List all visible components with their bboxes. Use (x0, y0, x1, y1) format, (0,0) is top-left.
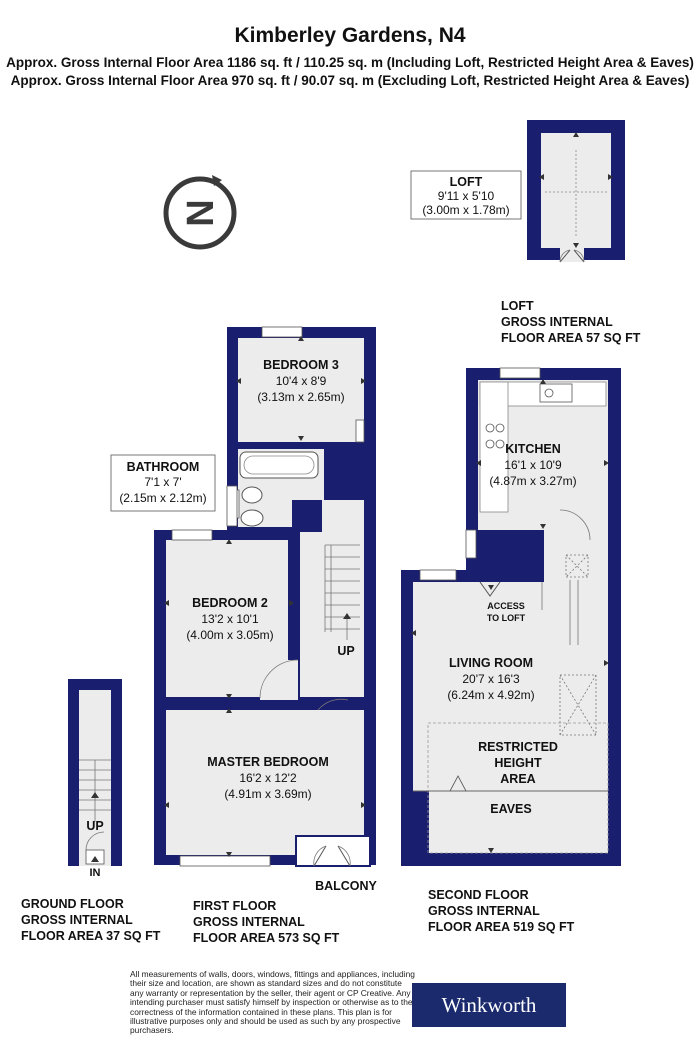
master-bedroom-dim-metric: (4.91m x 3.69m) (224, 787, 311, 801)
ground-up-marker: UP (86, 819, 103, 833)
ground-floor-plan (68, 679, 122, 866)
access-to-loft-line2: TO LOFT (487, 613, 526, 623)
loft-floor-area-line3: FLOOR AREA 57 SQ FT (501, 331, 641, 345)
second-floor-area-line1: SECOND FLOOR (428, 888, 529, 902)
first-floor-plan (154, 326, 376, 867)
ground-floor-area-line2: GROSS INTERNAL (21, 913, 133, 927)
winkworth-logo: Winkworth (412, 983, 566, 1027)
loft-floor-area-line1: LOFT (501, 299, 534, 313)
bedroom2-dim-imperial: 13'2 x 10'1 (201, 612, 259, 626)
first-up-marker: UP (337, 644, 354, 658)
first-floor-area-line2: GROSS INTERNAL (193, 915, 305, 929)
access-to-loft-line1: ACCESS (487, 601, 525, 611)
area-including-loft: Approx. Gross Internal Floor Area 1186 s… (6, 55, 694, 70)
living-room-name: LIVING ROOM (449, 656, 533, 670)
living-room-dim-imperial: 20'7 x 16'3 (462, 672, 520, 686)
restricted-area-line2: HEIGHT (494, 756, 542, 770)
loft-dim-metric: (3.00m x 1.78m) (422, 203, 509, 217)
bedroom2-name: BEDROOM 2 (192, 596, 268, 610)
second-floor-area: SECOND FLOOR GROSS INTERNAL FLOOR AREA 5… (428, 887, 574, 935)
bedroom3-dim-imperial: 10'4 x 8'9 (276, 374, 327, 388)
master-bedroom-dim-imperial: 16'2 x 12'2 (239, 771, 297, 785)
second-floor-area-line2: GROSS INTERNAL (428, 904, 540, 918)
bathroom-dim-metric: (2.15m x 2.12m) (119, 491, 206, 505)
bedroom3-name: BEDROOM 3 (263, 358, 339, 372)
second-floor-plan (401, 367, 621, 866)
second-floor-area-line3: FLOOR AREA 519 SQ FT (428, 920, 575, 934)
eaves-label: EAVES (490, 802, 531, 816)
loft-name: LOFT (450, 175, 483, 189)
bathroom-name: BATHROOM (127, 460, 200, 474)
ground-floor-area: GROUND FLOOR GROSS INTERNAL FLOOR AREA 3… (21, 896, 160, 944)
first-floor-area-line3: FLOOR AREA 573 SQ FT (193, 931, 340, 945)
ground-entrance-marker: IN (90, 867, 101, 879)
loft-plan (527, 120, 625, 263)
bathroom-dim-imperial: 7'1 x 7' (144, 475, 181, 489)
bedroom2-dim-metric: (4.00m x 3.05m) (186, 628, 273, 642)
plan-title: Kimberley Gardens, N4 (234, 24, 466, 47)
balcony-label: BALCONY (315, 879, 377, 893)
bedroom3-dim-metric: (3.13m x 2.65m) (257, 390, 344, 404)
loft-floor-area: LOFT GROSS INTERNAL FLOOR AREA 57 SQ FT (501, 298, 640, 346)
restricted-area-line3: AREA (500, 772, 535, 786)
first-floor-area: FIRST FLOOR GROSS INTERNAL FLOOR AREA 57… (193, 898, 339, 946)
master-bedroom-name: MASTER BEDROOM (207, 755, 329, 769)
kitchen-name: KITCHEN (505, 442, 561, 456)
compass-north-letter: N (180, 199, 222, 226)
first-floor-area-line1: FIRST FLOOR (193, 899, 277, 913)
ground-floor-area-line3: FLOOR AREA 37 SQ FT (21, 929, 161, 943)
living-room-dim-metric: (6.24m x 4.92m) (447, 688, 534, 702)
loft-floor-area-line2: GROSS INTERNAL (501, 315, 613, 329)
loft-dim-imperial: 9'11 x 5'10 (438, 189, 495, 203)
area-excluding-loft: Approx. Gross Internal Floor Area 970 sq… (10, 73, 690, 88)
disclaimer-text: All measurements of walls, doors, window… (130, 969, 415, 1036)
kitchen-dim-metric: (4.87m x 3.27m) (489, 474, 576, 488)
ground-floor-area-line1: GROUND FLOOR (21, 897, 124, 911)
restricted-area-line1: RESTRICTED (478, 740, 558, 754)
compass-icon: N (163, 175, 237, 250)
kitchen-dim-imperial: 16'1 x 10'9 (504, 458, 562, 472)
